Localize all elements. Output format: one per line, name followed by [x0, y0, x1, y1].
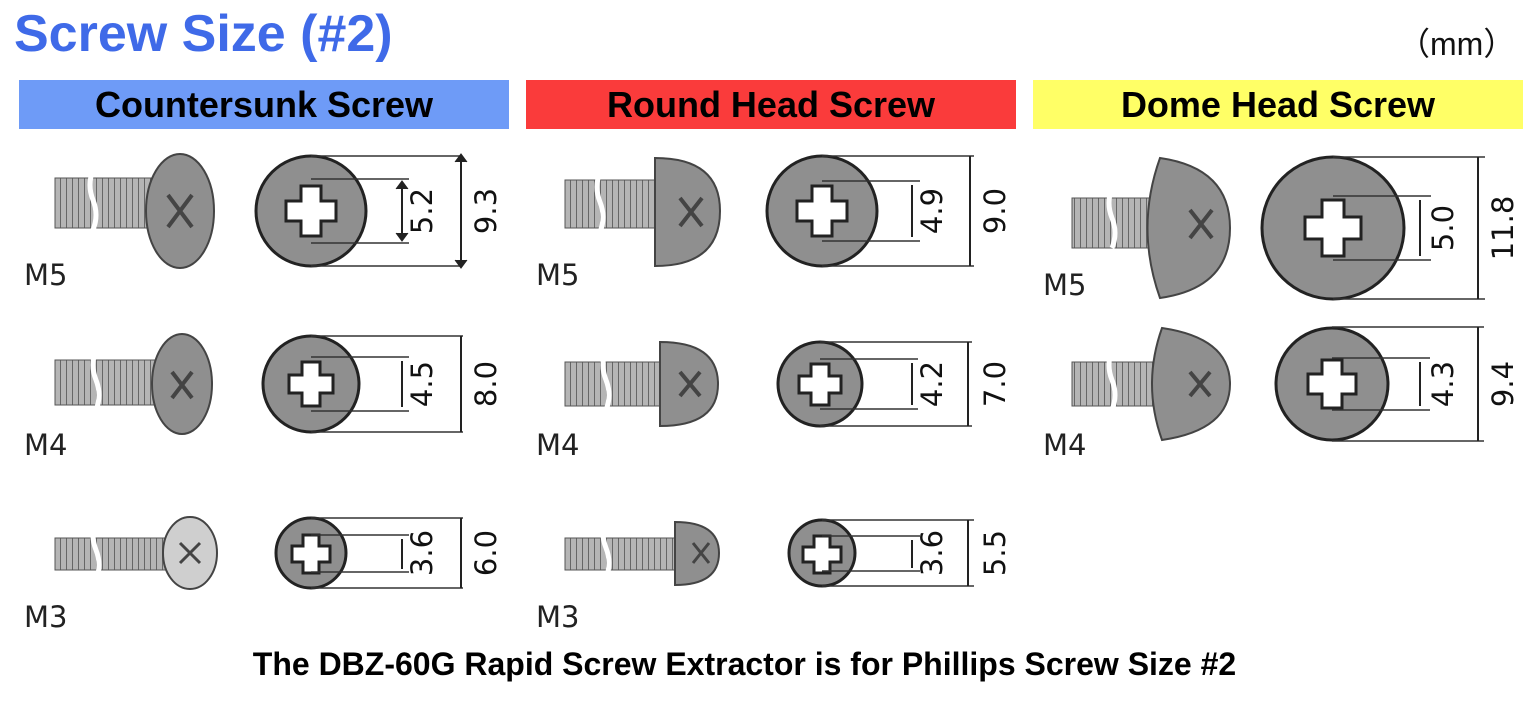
dome-head-m4-side-icon: [1071, 326, 1232, 442]
header-round-head: Round Head Screw: [526, 80, 1016, 129]
dome-head-m5-inner-dim: 5.0: [1426, 204, 1460, 252]
countersunk-m5-size: M5: [24, 258, 68, 292]
round-head-m5-top-icon: [765, 154, 974, 268]
round-head-m5-outer-dim: 9.0: [978, 187, 1012, 235]
round-head-m5-size: M5: [536, 258, 580, 292]
countersunk-m3-outer-dim: 6.0: [469, 529, 503, 577]
round-head-m3-size: M3: [536, 600, 580, 634]
countersunk-m5-inner-dim: 5.2: [405, 187, 439, 235]
round-head-m3-top-icon: [787, 518, 974, 588]
dome-head-m5-side-icon: [1071, 156, 1232, 300]
round-head-m4-inner-dim: 4.2: [915, 360, 949, 408]
countersunk-m3-side-icon: [54, 516, 218, 590]
round-head-m3-inner-dim: 3.6: [915, 529, 949, 577]
countersunk-m4-size: M4: [24, 428, 68, 462]
round-head-m5-side-icon: [564, 156, 722, 268]
countersunk-m5-side-icon: [54, 153, 215, 269]
round-head-m4-size: M4: [536, 428, 580, 462]
countersunk-m3-size: M3: [24, 600, 68, 634]
dome-head-m4-inner-dim: 4.3: [1426, 360, 1460, 408]
countersunk-m5-outer-dim: 9.3: [469, 187, 503, 235]
header-dome-head: Dome Head Screw: [1033, 80, 1523, 129]
dome-head-m5-top-icon: [1260, 155, 1485, 301]
countersunk-m5-top-icon: [254, 153, 468, 269]
countersunk-m4-top-icon: [261, 334, 463, 434]
header-countersunk: Countersunk Screw: [19, 80, 509, 129]
countersunk-m4-side-icon: [54, 333, 213, 435]
dome-head-m4-size: M4: [1043, 428, 1087, 462]
round-head-m3-side-icon: [564, 517, 721, 587]
round-head-m5-inner-dim: 4.9: [915, 187, 949, 235]
dome-head-m5-size: M5: [1043, 268, 1087, 302]
dome-head-m4-outer-dim: 9.4: [1486, 360, 1520, 408]
dome-head-m5-outer-dim: 11.8: [1486, 195, 1520, 261]
page-title: Screw Size (#2): [14, 5, 393, 63]
countersunk-m4-inner-dim: 4.5: [405, 360, 439, 408]
round-head-m3-outer-dim: 5.5: [978, 529, 1012, 577]
countersunk-m3-inner-dim: 3.6: [405, 529, 439, 577]
unit-label: （mm）: [1398, 26, 1516, 62]
dome-head-m4-top-icon: [1274, 326, 1484, 442]
round-head-m4-outer-dim: 7.0: [978, 360, 1012, 408]
countersunk-m4-outer-dim: 8.0: [469, 360, 503, 408]
countersunk-m3-top-icon: [274, 516, 463, 590]
round-head-m4-side-icon: [564, 340, 720, 428]
round-head-m4-top-icon: [776, 340, 972, 428]
footer-note: The DBZ-60G Rapid Screw Extractor is for…: [252, 646, 1237, 682]
